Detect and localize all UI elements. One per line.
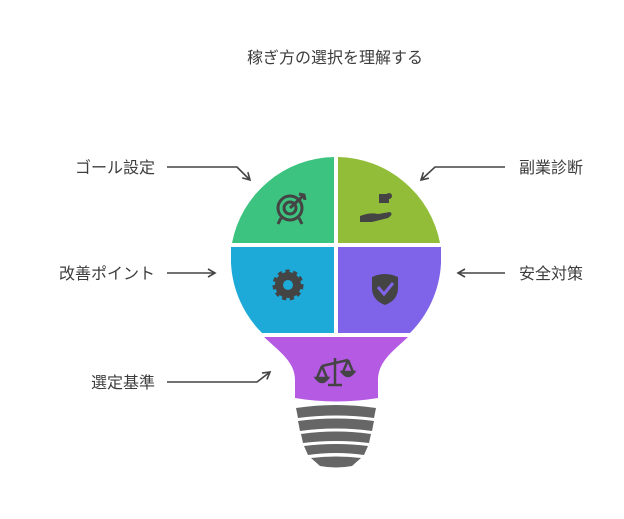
label-improvement: 改善ポイント	[59, 264, 155, 283]
label-diagnosis: 副業診断	[519, 158, 583, 177]
gear-icon	[272, 269, 304, 301]
label-safety: 安全対策	[519, 264, 583, 283]
scale-icon	[313, 358, 357, 387]
shield-check-icon	[372, 274, 398, 305]
target-icon	[276, 192, 307, 225]
label-goal: ゴール設定	[75, 158, 155, 177]
bulb-base	[296, 405, 376, 468]
arrow-diagnosis	[419, 166, 505, 182]
label-criteria: 選定基準	[91, 373, 155, 392]
hand-puzzle-icon	[360, 193, 392, 222]
arrow-criteria	[167, 371, 272, 383]
diagram-title: 稼ぎ方の選択を理解する	[247, 48, 423, 67]
arrow-goal	[167, 166, 252, 182]
